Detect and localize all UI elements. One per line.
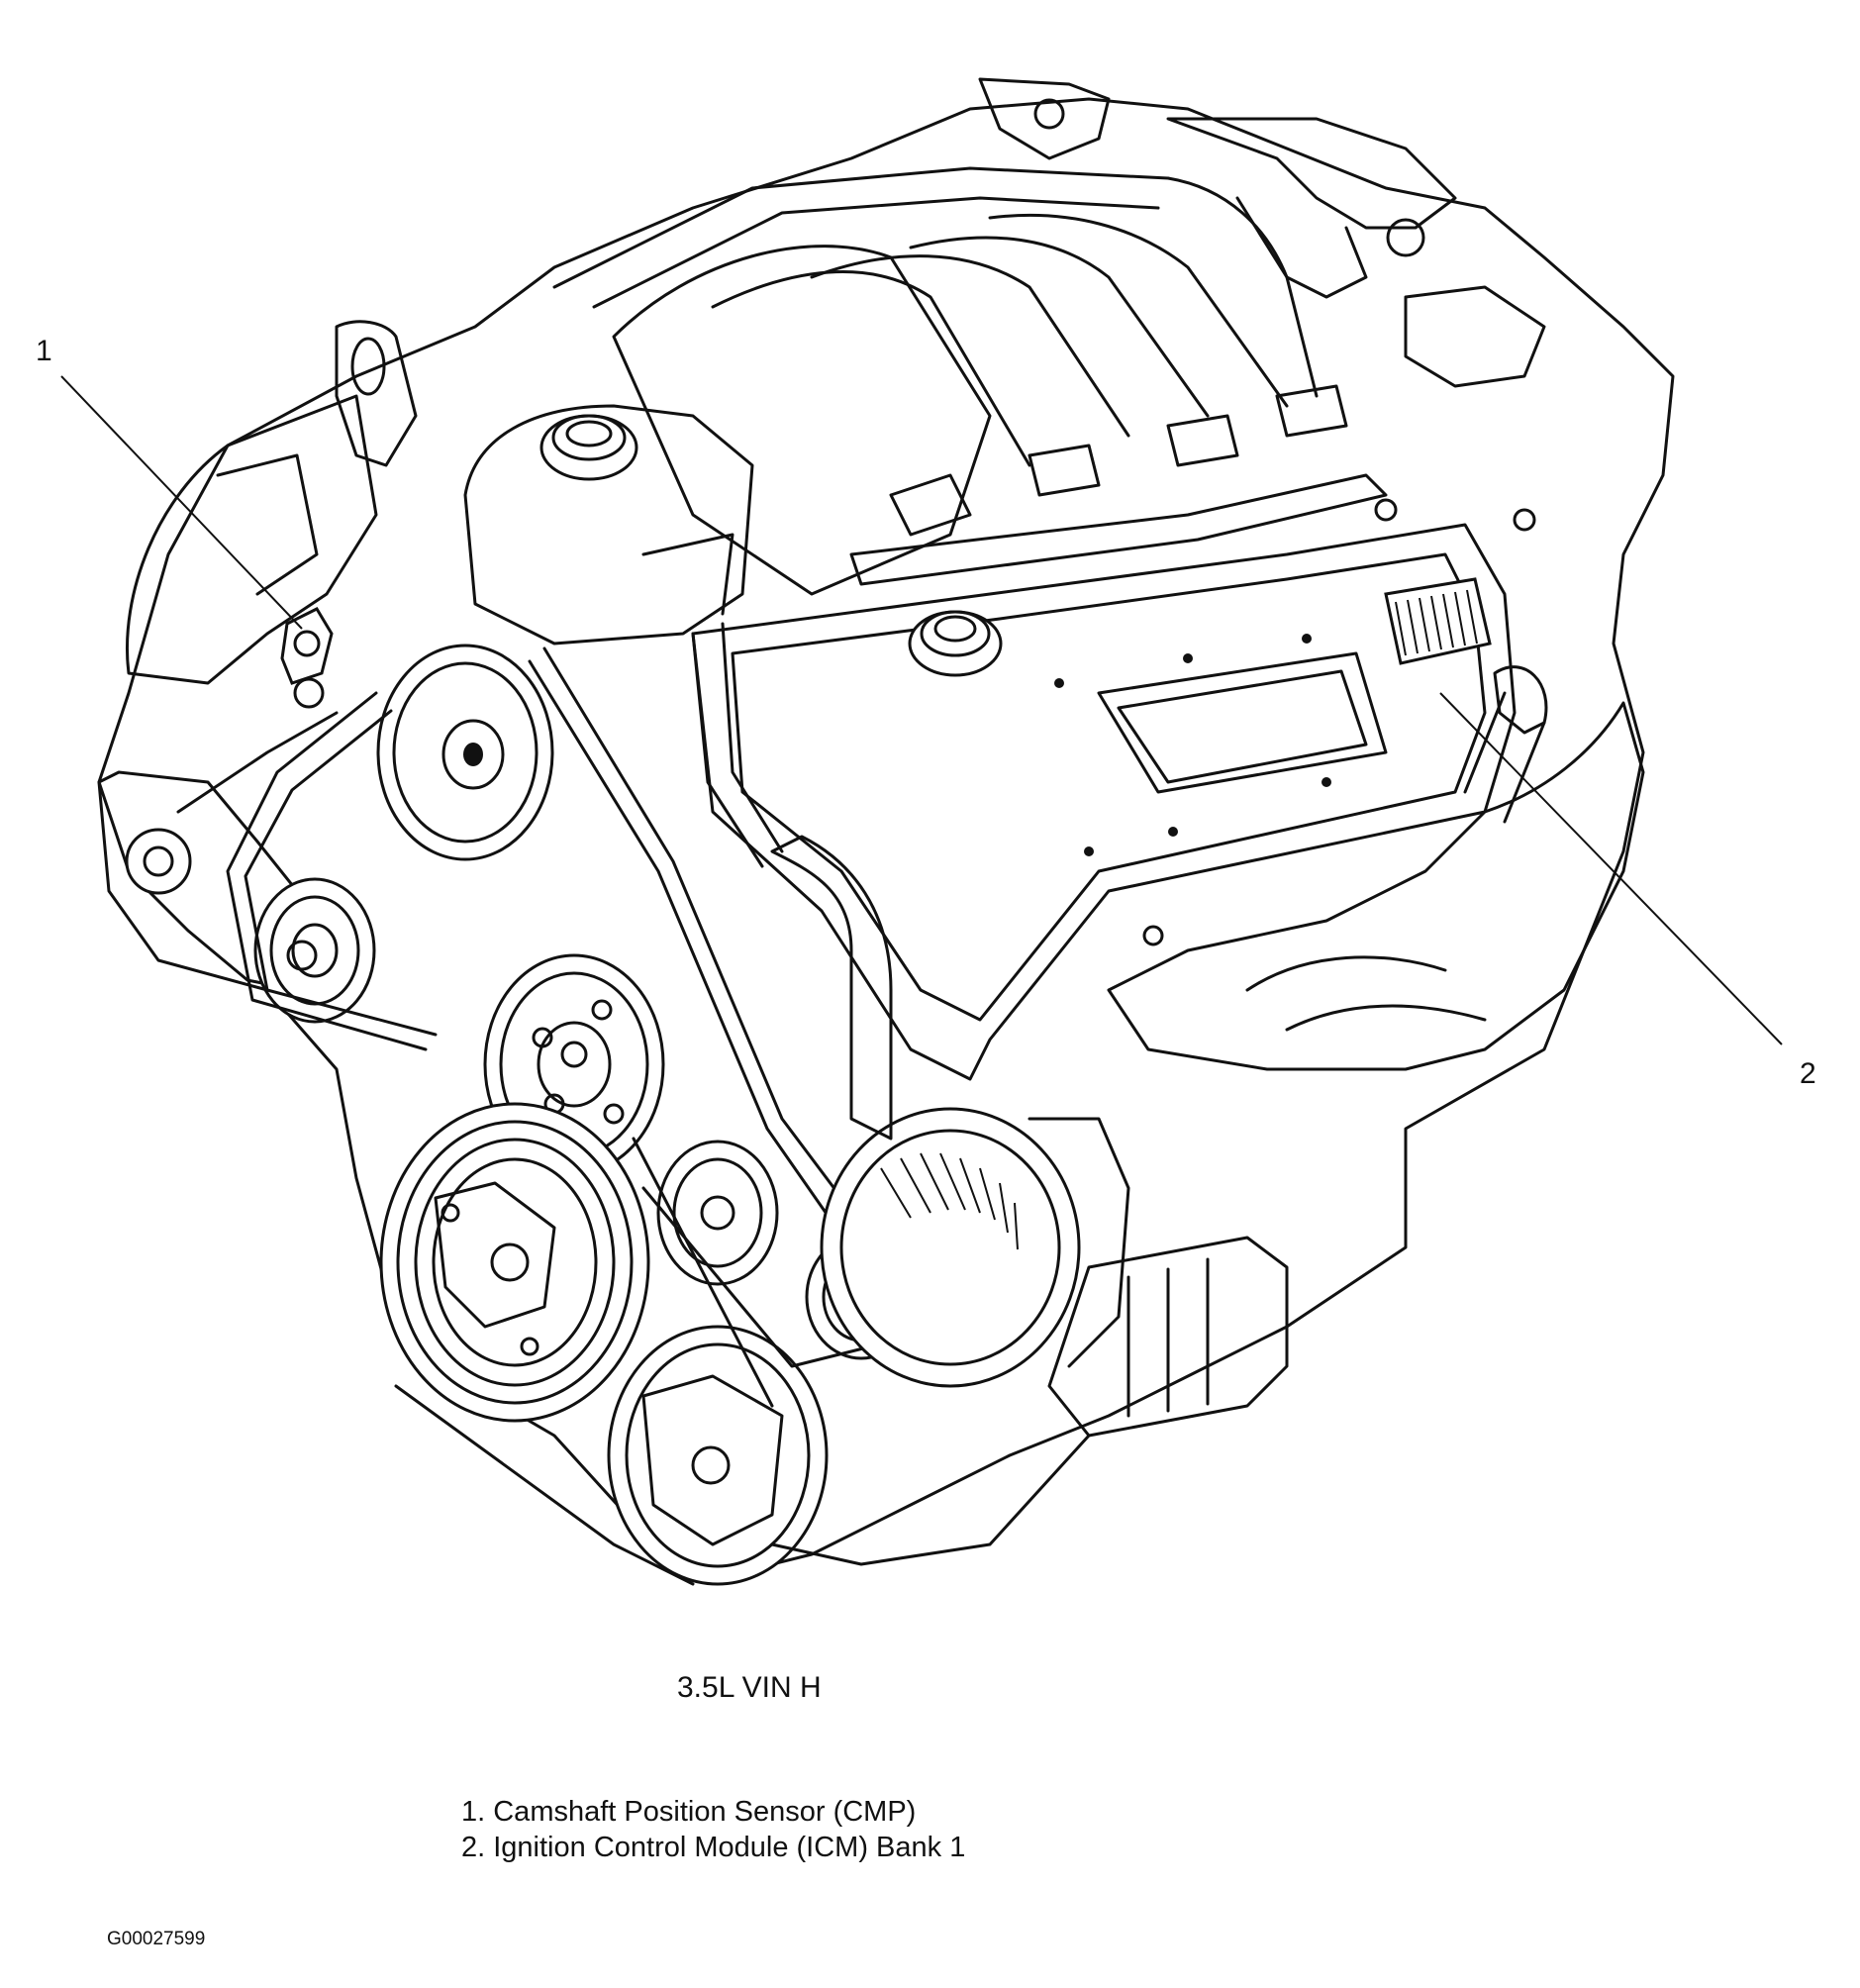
camshaft-position-sensor <box>280 607 334 709</box>
oil-filler-cap <box>908 610 1003 677</box>
ac-compressor-pulley <box>607 1325 829 1586</box>
figure-id: G00027599 <box>107 1929 206 1949</box>
ignition-control-module <box>1384 577 1548 735</box>
starter-motor <box>770 1236 1289 1566</box>
serpentine-belt <box>226 646 873 1586</box>
alternator <box>820 1107 1130 1388</box>
power-steering-pulley <box>376 644 554 861</box>
legend-item: 2. Ignition Control Module (ICM) Bank 1 <box>461 1832 966 1864</box>
exhaust-manifold <box>1107 691 1645 1071</box>
callout-2-leader <box>1439 692 1783 1045</box>
intake-manifold <box>552 166 1319 596</box>
legend-item: 1. Camshaft Position Sensor (CMP) <box>461 1796 917 1828</box>
throttle-body-bracket <box>978 77 1546 388</box>
left-engine-mount <box>97 320 418 992</box>
fuel-rail <box>849 384 1388 586</box>
legend: 1. Camshaft Position Sensor (CMP) 2. Ign… <box>461 1794 965 1866</box>
callout-1-leader <box>60 375 303 630</box>
idler-pulley-left <box>253 877 376 1024</box>
engine-caption: 3.5L VIN H <box>677 1671 822 1704</box>
callout-label-2: 2 <box>1800 1057 1816 1090</box>
coolant-hose <box>691 622 893 1141</box>
valve-cover <box>691 498 1536 1081</box>
coolant-reservoir <box>463 404 754 646</box>
callout-label-1: 1 <box>36 335 52 367</box>
crankshaft-balancer <box>379 1102 650 1423</box>
